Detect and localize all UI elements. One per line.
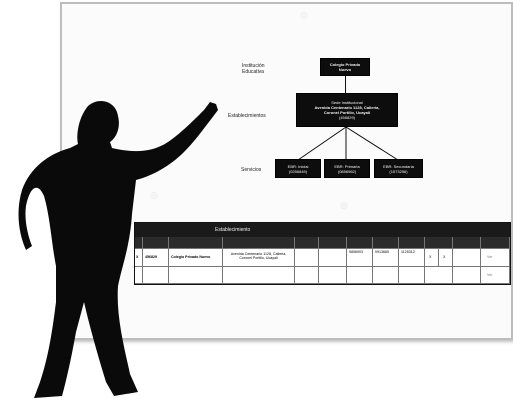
cell-check: X [425,249,439,267]
service-line2: (1573256) [389,168,408,174]
cell-empty [399,267,425,284]
cell-address: Avenida Centenario 1128, Calleria, Coron… [223,249,295,267]
cell-empty [453,249,481,267]
header-cell [373,237,399,249]
header-cell [169,237,223,249]
label-institucion: Institución Educativa [242,63,265,75]
ver-link[interactable]: Ver [481,267,510,284]
row-marker: X [135,249,143,267]
cell-empty [453,267,481,284]
node-service-inicial: EBR: Inicial (0256849) [275,159,321,178]
cell-code: 456829 [143,249,169,267]
service-line1: EBR: Inicial [287,163,309,169]
cell-empty [143,267,169,284]
connector [345,76,346,93]
node-institution-line1: Colegio Privado [329,62,361,67]
header-cell [481,237,510,249]
service-line1: EBR: Primaria [334,163,360,169]
label-servicios: Servicios [241,167,262,173]
cell-empty [347,267,373,284]
service-line2: (0256849) [288,168,308,174]
node-establishment-line2: Avenida Centenario 1128, Calleria, [314,105,380,110]
cell-service-code: 0856903 [347,249,373,267]
cell-empty [135,267,143,284]
cell-service-code: 0913665 [373,249,399,267]
label-establecimientos: Establecimientos [228,113,266,119]
cell-empty [425,267,453,284]
establishment-table: Establecimiento X 456829 Colegio Privado… [134,222,511,285]
connector [297,126,347,161]
cell-empty [319,249,347,267]
node-service-primaria: EBR: Primaria (0856962) [324,159,370,178]
node-service-secundaria: EBR: Secundaria (1573256) [374,159,423,178]
node-establishment-line4: (456829) [338,115,355,120]
node-establishment-line1: Sede Institucional [331,100,363,105]
cell-empty [169,267,223,284]
table-title: Establecimiento [215,227,251,233]
header-cell [135,237,143,249]
cell-check: X [439,249,453,267]
header-cell [143,237,169,249]
connector [345,126,399,161]
cell-name: Colegio Privado Nuevo [169,249,223,267]
header-cell [399,237,425,249]
header-cell [453,237,481,249]
header-cell [319,237,347,249]
service-line2: (0856962) [337,168,357,174]
table-header: Establecimiento [135,223,510,237]
node-institution-line2: Nuevo [338,67,352,72]
header-cell [425,237,453,249]
header-cell [295,237,319,249]
presenter-silhouette-body [18,101,218,399]
cell-empty [223,267,295,284]
node-institution: Colegio Privado Nuevo [320,58,370,76]
node-establishment-line3: Coronel Portillo, Ucayali [323,110,371,115]
presenter-silhouette [18,101,218,399]
cell-empty [295,249,319,267]
header-cell [223,237,295,249]
ver-link[interactable]: Ver [481,249,510,267]
cell-empty [373,267,399,284]
cell-service-code: 1125312 [399,249,425,267]
cell-empty [319,267,347,284]
cell-empty [295,267,319,284]
node-establishment: Sede Institucional Avenida Centenario 11… [296,93,398,127]
service-line1: EBR: Secundaria [383,163,414,169]
header-cell [347,237,373,249]
